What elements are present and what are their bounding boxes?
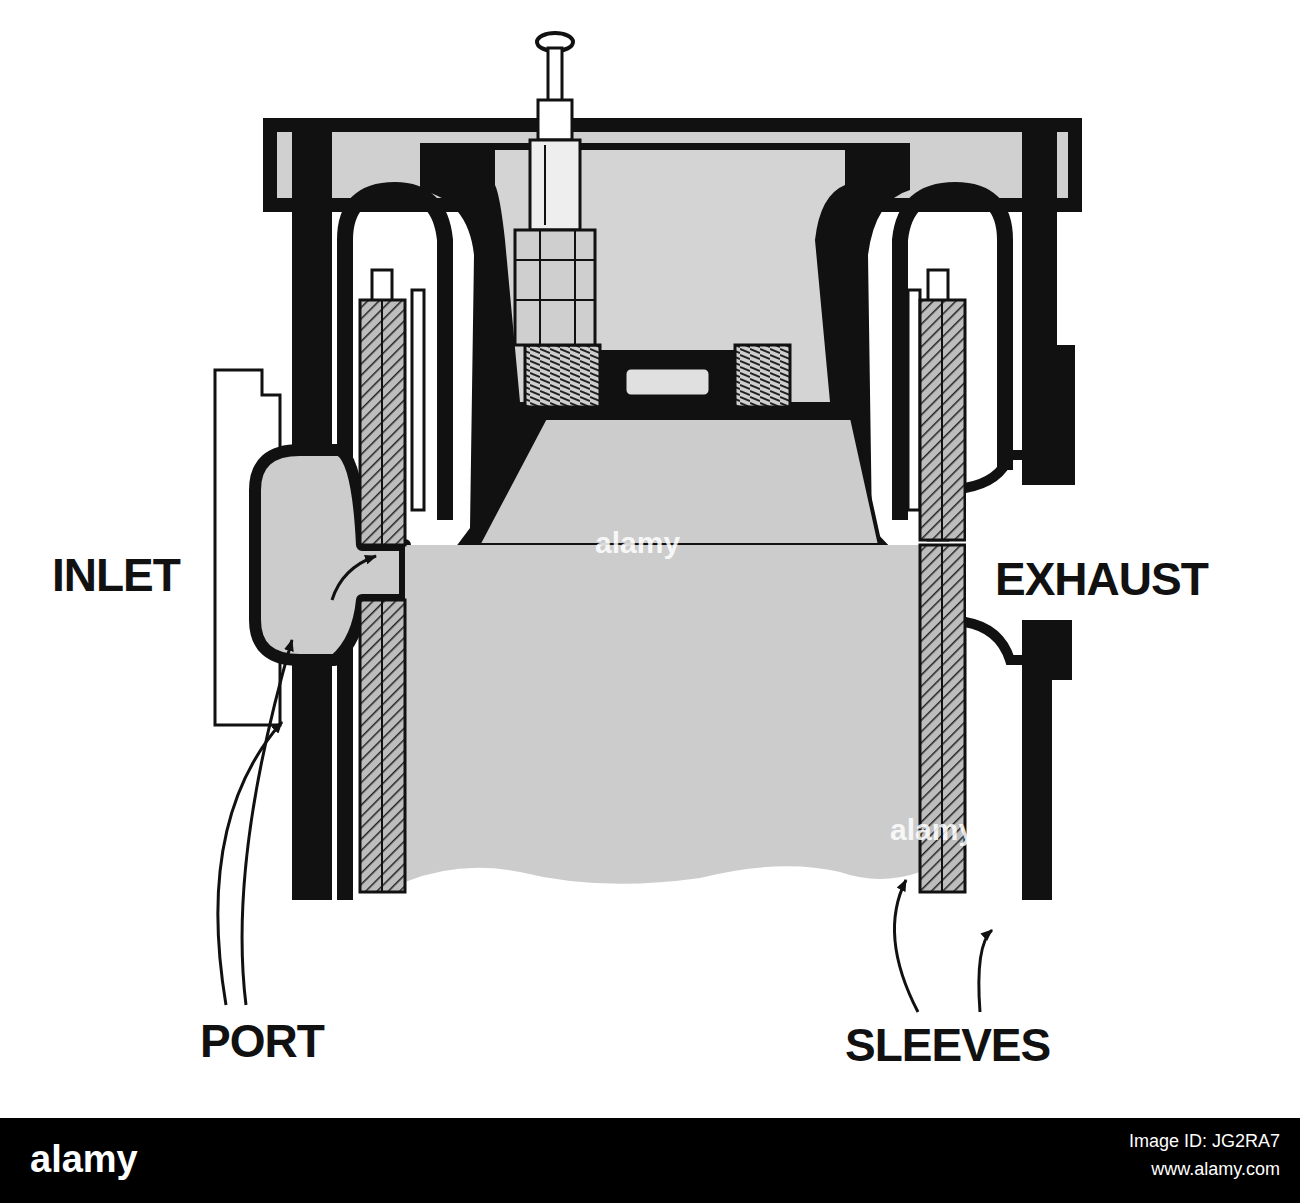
watermark: alamy xyxy=(1080,418,1165,448)
part-label: EXHAUST xyxy=(995,556,1208,602)
watermark-logo: alamy xyxy=(30,1140,138,1178)
image-id: Image ID: JG2RA7 xyxy=(1129,1132,1280,1150)
part-label: INLET xyxy=(52,552,180,598)
part-label: PORT xyxy=(200,1018,324,1064)
part-label: SLEEVES xyxy=(845,1022,1050,1068)
site-address: www.alamy.com xyxy=(1151,1160,1280,1178)
watermark: alamy xyxy=(890,815,975,845)
watermark: alamy xyxy=(595,528,680,558)
